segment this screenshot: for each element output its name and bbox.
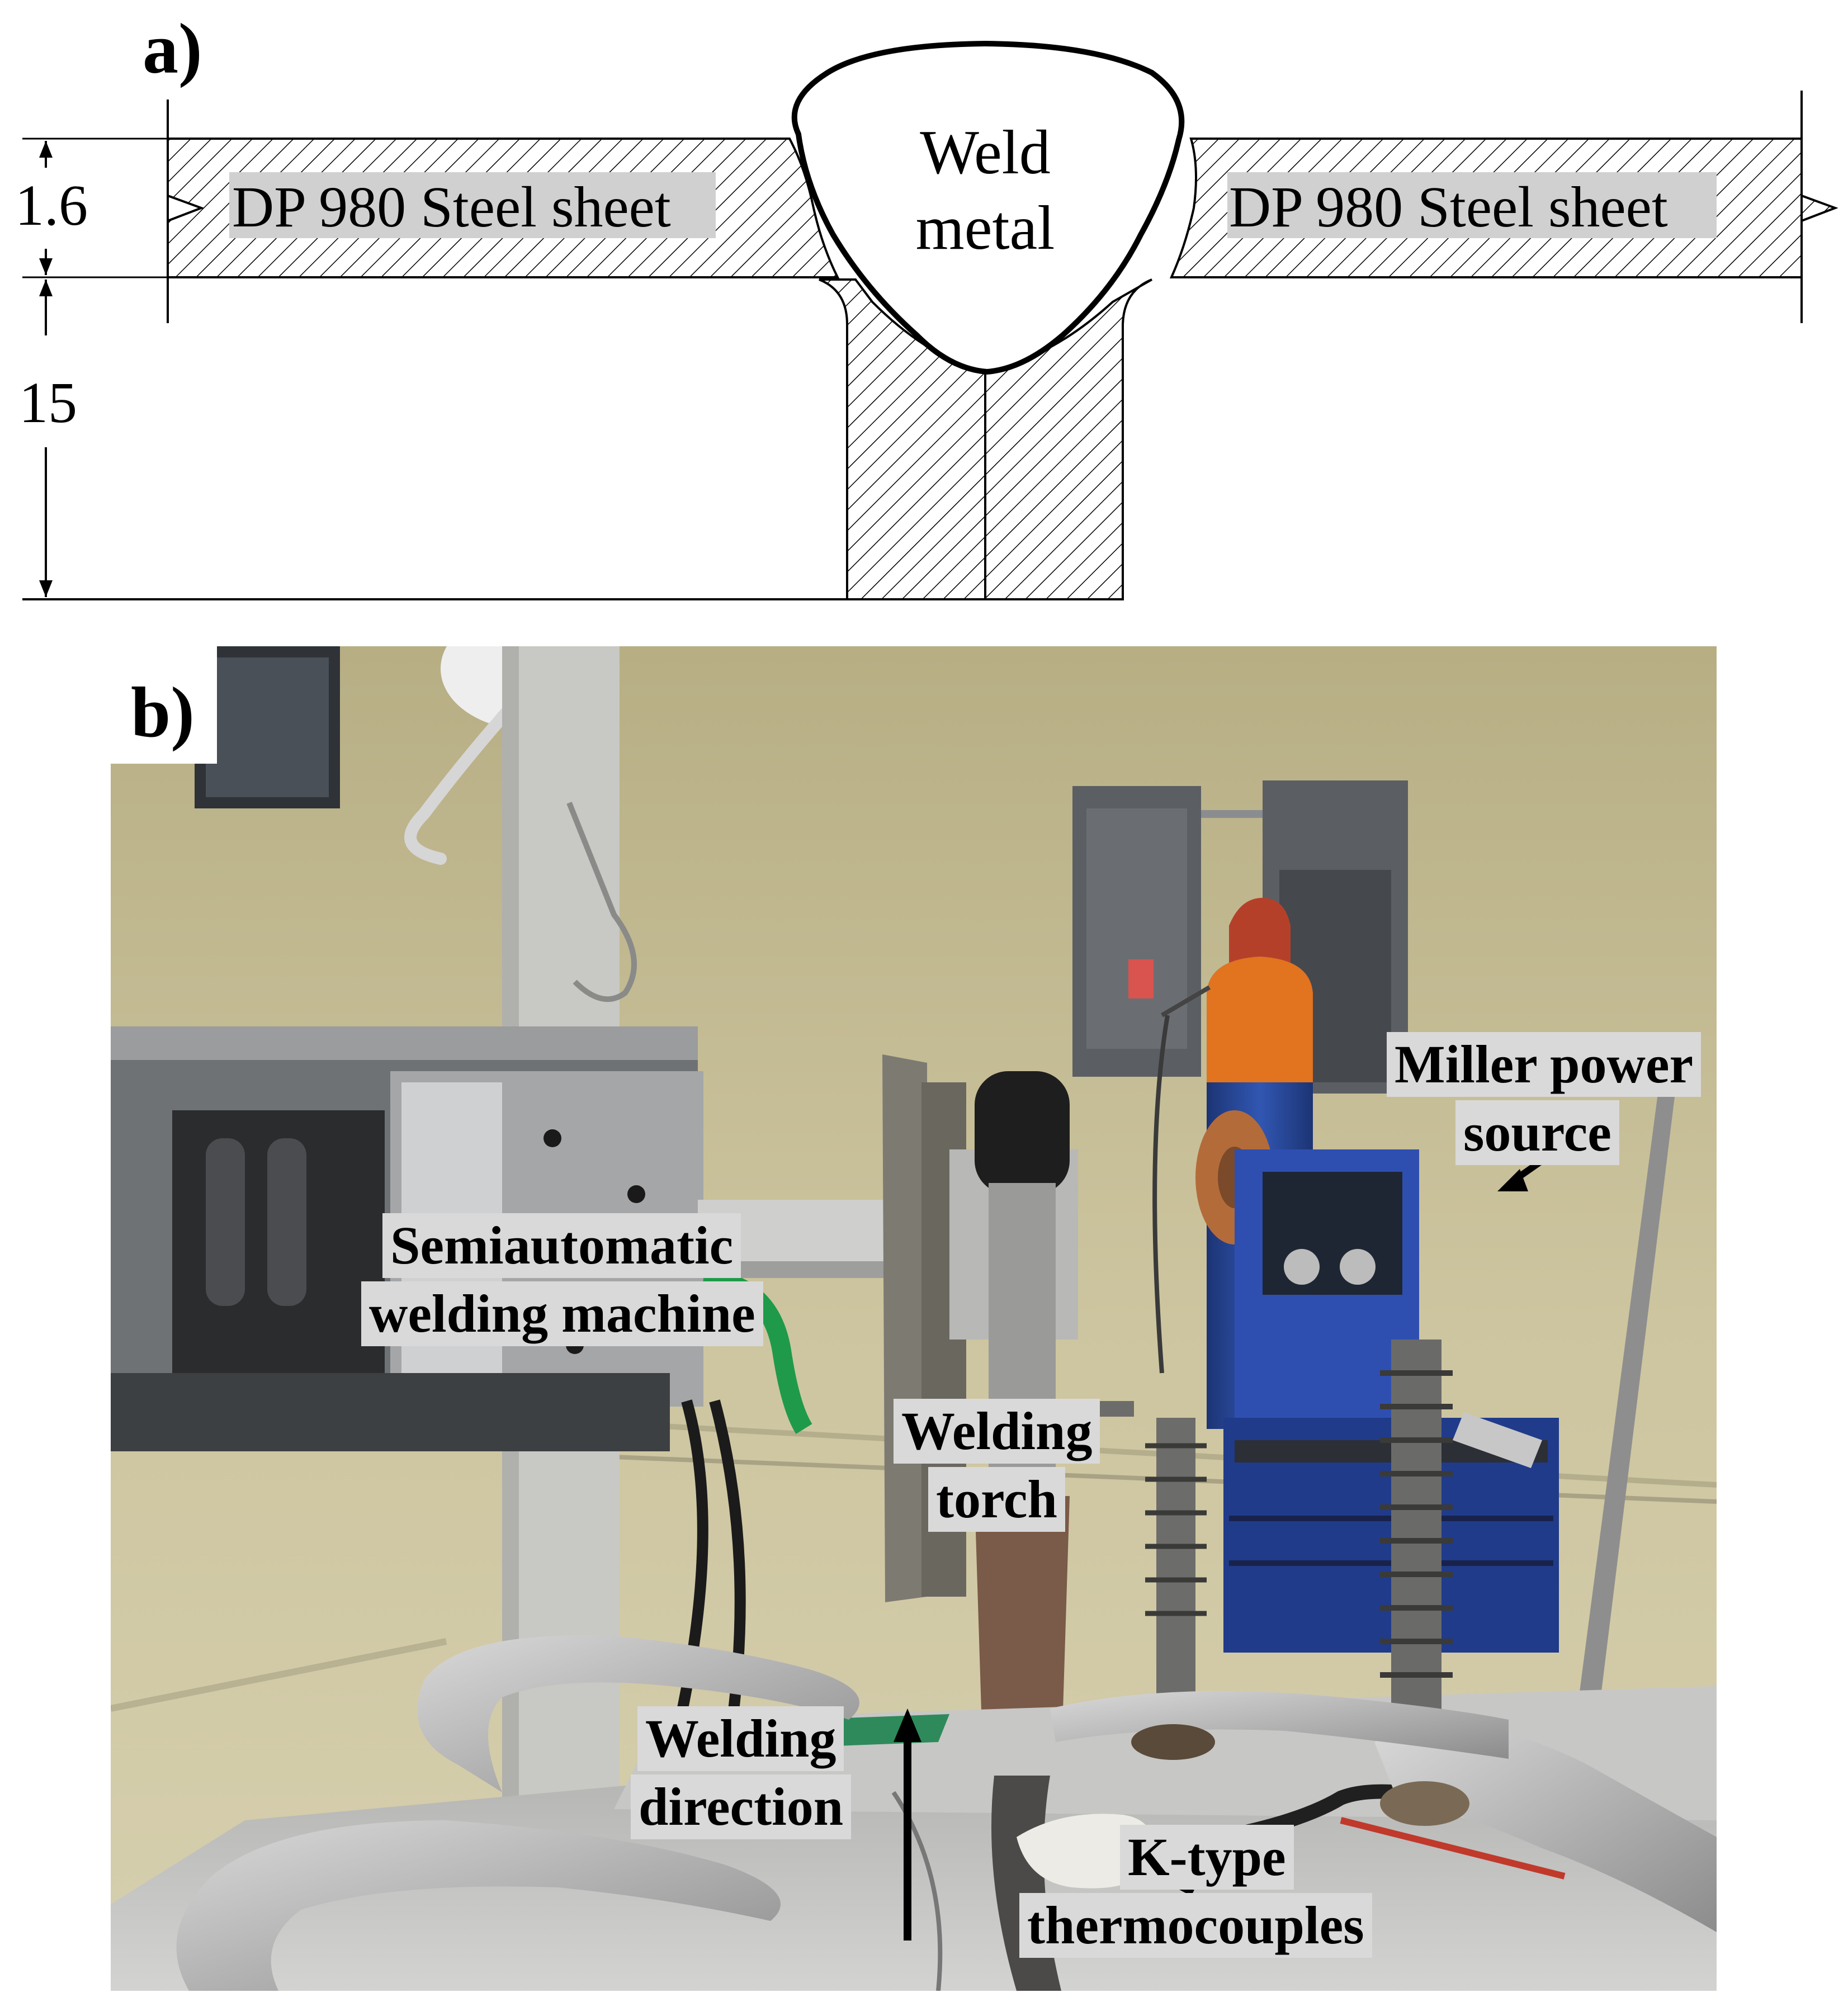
left-clamp-upper (417, 1635, 859, 1792)
panel-a-letter: a) (143, 9, 202, 88)
photo-illustration (111, 646, 1717, 1991)
welding-torch-handle (975, 1071, 1070, 1194)
direction-label-line1: Welding (637, 1706, 844, 1771)
annotation-arrows (894, 1158, 1544, 1941)
panel-b-letter-backing (111, 646, 217, 764)
torch-label-line1: Welding (894, 1399, 1100, 1464)
welding-torch-nozzle (975, 1496, 1070, 1773)
torch-label-line2: torch (928, 1467, 1065, 1532)
panel-b-letter: b) (131, 673, 195, 752)
weld-label-line1: Weld (920, 118, 1051, 187)
weld-label-line2: metal (916, 193, 1055, 263)
thermocouple-label-line1: K-type (1120, 1825, 1294, 1890)
sheet-thickness-dimension: 1.6 (15, 173, 88, 238)
thermocouple-junction (1017, 1814, 1154, 1889)
direction-label-line2: direction (631, 1774, 852, 1839)
power-source-label-line2: source (1455, 1100, 1619, 1165)
right-clamp-screw (1391, 1340, 1441, 1720)
stiffener-height-dimension: 15 (19, 371, 77, 435)
left-clamp-lower (176, 1820, 781, 1991)
weld-joint-schematic: a) Weld metal DP 980 Steel sheet DP 980 … (15, 9, 1838, 600)
left-sheet-label: DP 980 Steel sheet (232, 175, 671, 239)
weld-bead (791, 40, 1185, 375)
power-source-label-line1: Miller power (1387, 1032, 1702, 1097)
welding-setup-photo: Miller power source Semiautomatic weldin… (111, 646, 1717, 1991)
right-sheet-label: DP 980 Steel sheet (1229, 175, 1668, 239)
machine-label-line2: welding machine (361, 1281, 763, 1346)
machine-label-line1: Semiautomatic (382, 1213, 741, 1278)
thermocouple-label-line2: thermocouples (1019, 1893, 1372, 1958)
